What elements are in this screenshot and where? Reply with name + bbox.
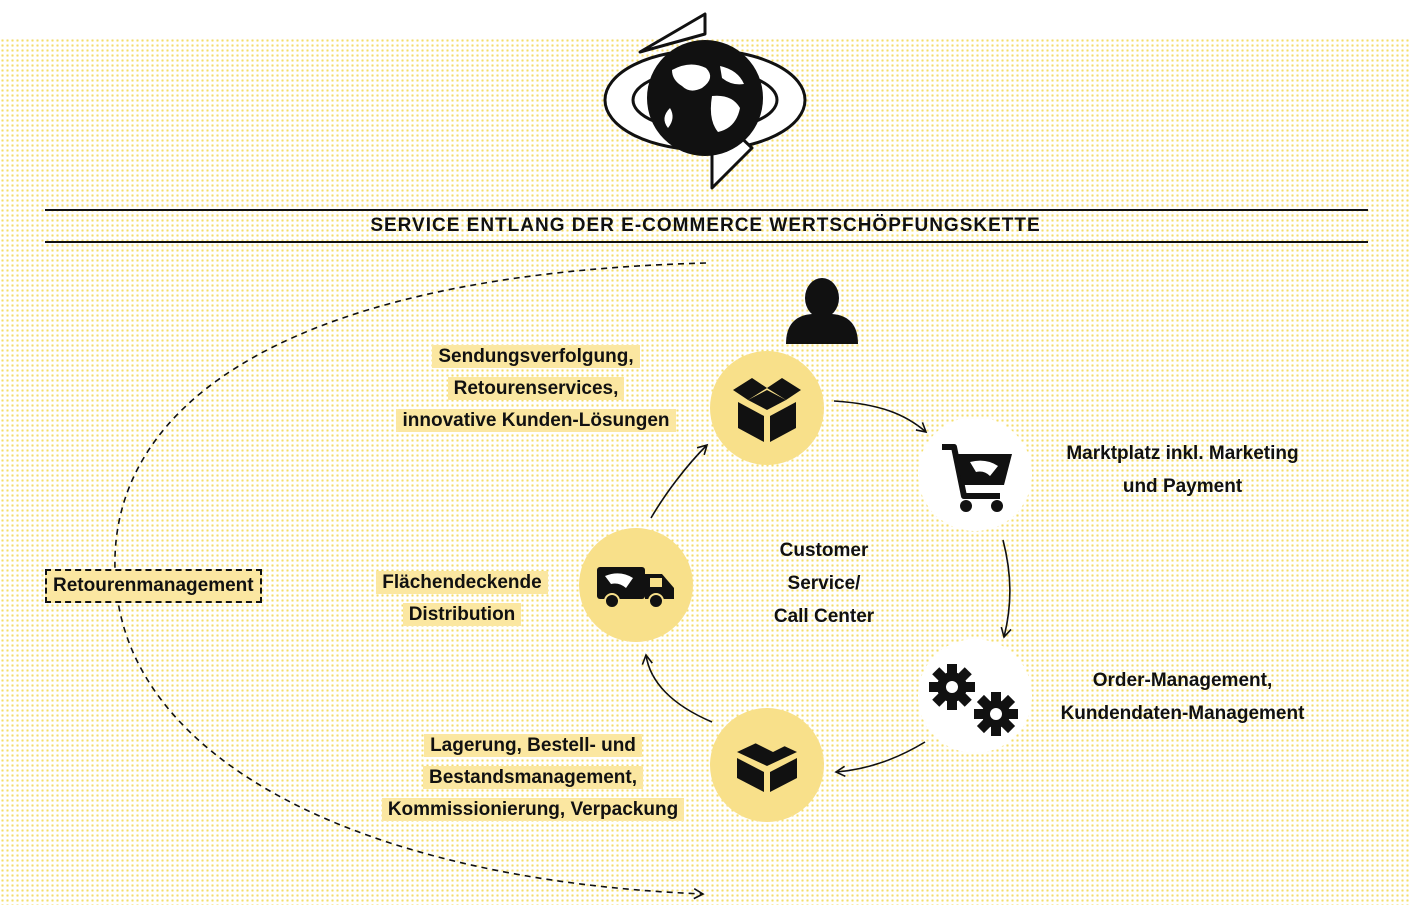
package-icon bbox=[737, 737, 797, 792]
warehouse-label-line: Bestandsmanagement, bbox=[422, 766, 643, 789]
open-box-icon bbox=[733, 378, 801, 442]
distribution-label-line: Flächendeckende bbox=[376, 571, 548, 594]
arrow-fulfilment-to-marketplace bbox=[833, 400, 928, 434]
marketplace-label: Marktplatz inkl. Marketing und Payment bbox=[1045, 437, 1320, 503]
customer-service-line: Customer bbox=[779, 540, 869, 561]
dotted-background bbox=[0, 38, 1411, 905]
delivery-truck-icon bbox=[597, 567, 674, 609]
distribution-label-line: Distribution bbox=[402, 603, 522, 626]
order-label: Order-Management, Kundendaten-Management bbox=[1040, 664, 1325, 730]
warehouse-label: Lagerung, Bestell- und Bestandsmanagemen… bbox=[368, 730, 698, 826]
section-heading: SERVICE ENTLANG DER E-COMMERCE WERTSCHÖP… bbox=[370, 215, 1041, 236]
gears-icon bbox=[929, 664, 1018, 736]
marketplace-label-line: und Payment bbox=[1122, 476, 1243, 497]
arrow-warehouse-to-distribution bbox=[641, 653, 713, 723]
fulfilment-label: Sendungsverfolgung, Retourenservices, in… bbox=[386, 341, 686, 437]
order-label-line: Kundendaten-Management bbox=[1060, 703, 1305, 724]
return-management-badge: Retourenmanagement bbox=[45, 569, 262, 603]
arrow-order-to-warehouse bbox=[834, 741, 926, 778]
customer-person-icon bbox=[786, 278, 858, 344]
fulfilment-label-line: Retourenservices, bbox=[447, 377, 625, 400]
shopping-cart-icon bbox=[942, 444, 1012, 512]
fulfilment-label-line: innovative Kunden-Lösungen bbox=[396, 409, 676, 432]
globe-cycle-icon bbox=[603, 12, 807, 190]
warehouse-label-line: Kommissionierung, Verpackung bbox=[381, 798, 685, 821]
distribution-label: Flächendeckende Distribution bbox=[362, 567, 562, 631]
warehouse-label-line: Lagerung, Bestell- und bbox=[424, 734, 642, 757]
order-label-line: Order-Management, bbox=[1092, 670, 1273, 691]
customer-service-line: Call Center bbox=[773, 606, 875, 627]
customer-service-line: Service/ bbox=[787, 573, 861, 594]
customer-service-label: Customer Service/ Call Center bbox=[742, 534, 906, 633]
order-node bbox=[918, 639, 1032, 753]
arrow-distribution-to-fulfilment bbox=[650, 443, 709, 519]
arrow-marketplace-to-order bbox=[1000, 539, 1012, 639]
fulfilment-label-line: Sendungsverfolgung, bbox=[432, 345, 640, 368]
marketplace-label-line: Marktplatz inkl. Marketing bbox=[1066, 443, 1299, 464]
